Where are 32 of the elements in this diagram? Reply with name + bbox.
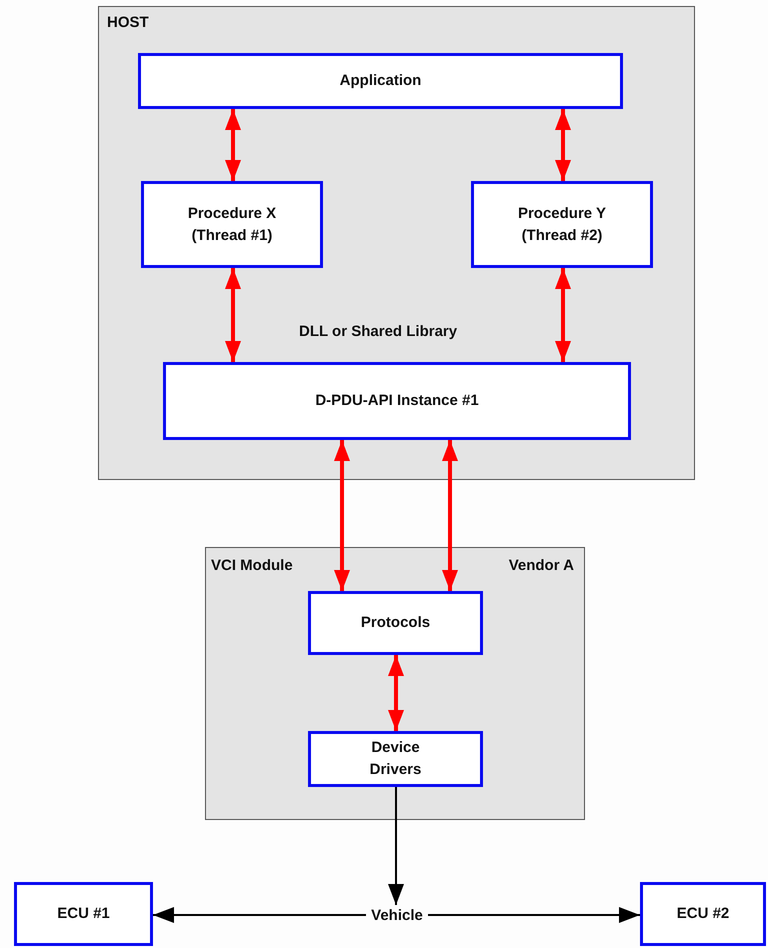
group-label: DLL or Shared Library — [299, 323, 458, 340]
box-label: ECU #1 — [57, 904, 110, 924]
box-label: Protocols — [360, 613, 430, 634]
arrow — [225, 109, 241, 181]
box-label: Procedure X (Thread #1) — [186, 204, 278, 246]
box-label: D-PDU-API Instance #1 — [315, 391, 479, 412]
process-box — [163, 362, 631, 440]
group-title: VCI Module — [211, 557, 293, 574]
process-box — [308, 731, 483, 787]
box-label: Application — [340, 71, 422, 92]
process-box — [138, 53, 623, 109]
arrow — [388, 787, 404, 905]
process-box — [471, 181, 653, 268]
arrow — [153, 907, 366, 923]
arrow — [334, 440, 350, 591]
group-title: HOST — [107, 14, 149, 31]
process-box — [308, 591, 483, 655]
box-label: Device Drivers — [368, 738, 422, 780]
box-label: ECU #2 — [676, 904, 730, 924]
container-panel — [98, 6, 695, 480]
group-label: Vendor A — [508, 557, 574, 574]
process-box — [640, 882, 766, 946]
arrow — [442, 440, 458, 591]
process-box — [141, 181, 323, 268]
container-panel — [205, 547, 585, 820]
arrow — [555, 268, 571, 362]
box-label: Procedure Y (Thread #2) — [516, 204, 608, 246]
arrow — [388, 655, 404, 731]
arrow — [555, 109, 571, 181]
process-box — [14, 882, 153, 946]
arrow — [428, 907, 640, 923]
arrow — [225, 268, 241, 362]
